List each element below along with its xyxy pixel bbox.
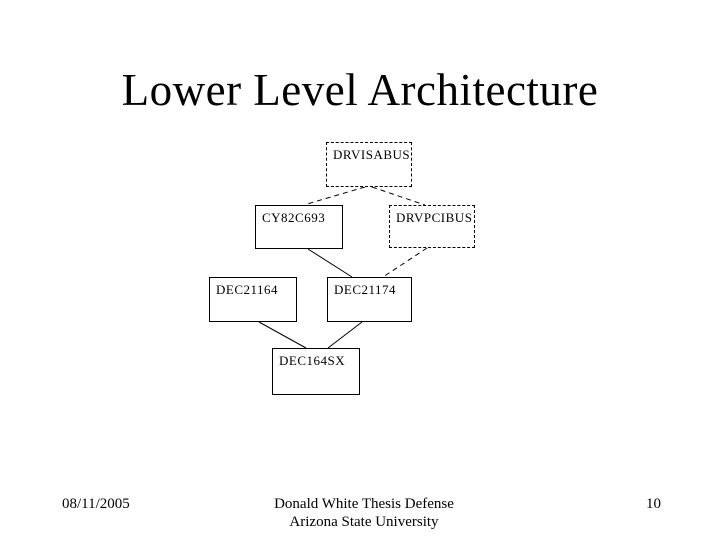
node-dec21174-label: DEC21174 (334, 282, 397, 297)
footer-center: Donald White Thesis Defense Arizona Stat… (4, 495, 720, 531)
slide-title: Lower Level Architecture (121, 65, 599, 115)
node-drvisabus-label: DRVISABUS (333, 147, 411, 162)
footer-center-line2: Arizona State University (289, 514, 439, 530)
node-dec21164: DEC21164 (209, 277, 297, 322)
footer-date: 08/11/2005 (62, 496, 130, 512)
node-dec21174: DEC21174 (327, 277, 412, 322)
edge-drvpcibus-dec21174 (382, 247, 428, 278)
edge-cy82c693-dec21174 (307, 248, 353, 278)
edge-dec21174-dec164sx (327, 321, 363, 349)
node-cy82c693-label: CY82C693 (262, 210, 326, 225)
footer-page-number: 10 (646, 496, 661, 512)
edge-dec21164-dec164sx (258, 321, 307, 349)
node-drvisabus: DRVISABUS (326, 142, 412, 187)
node-drvpcibus-label: DRVPCIBUS (396, 210, 473, 225)
edge-drvisabus-drvpcibus (371, 186, 426, 206)
node-dec164sx: DEC164SX (272, 348, 360, 395)
node-dec21164-label: DEC21164 (216, 282, 279, 297)
edge-drvisabus-cy82c693 (306, 186, 366, 205)
node-cy82c693: CY82C693 (255, 205, 343, 249)
node-drvpcibus: DRVPCIBUS (389, 205, 475, 248)
node-dec164sx-label: DEC164SX (279, 353, 346, 368)
footer-center-line1: Donald White Thesis Defense (274, 496, 454, 512)
